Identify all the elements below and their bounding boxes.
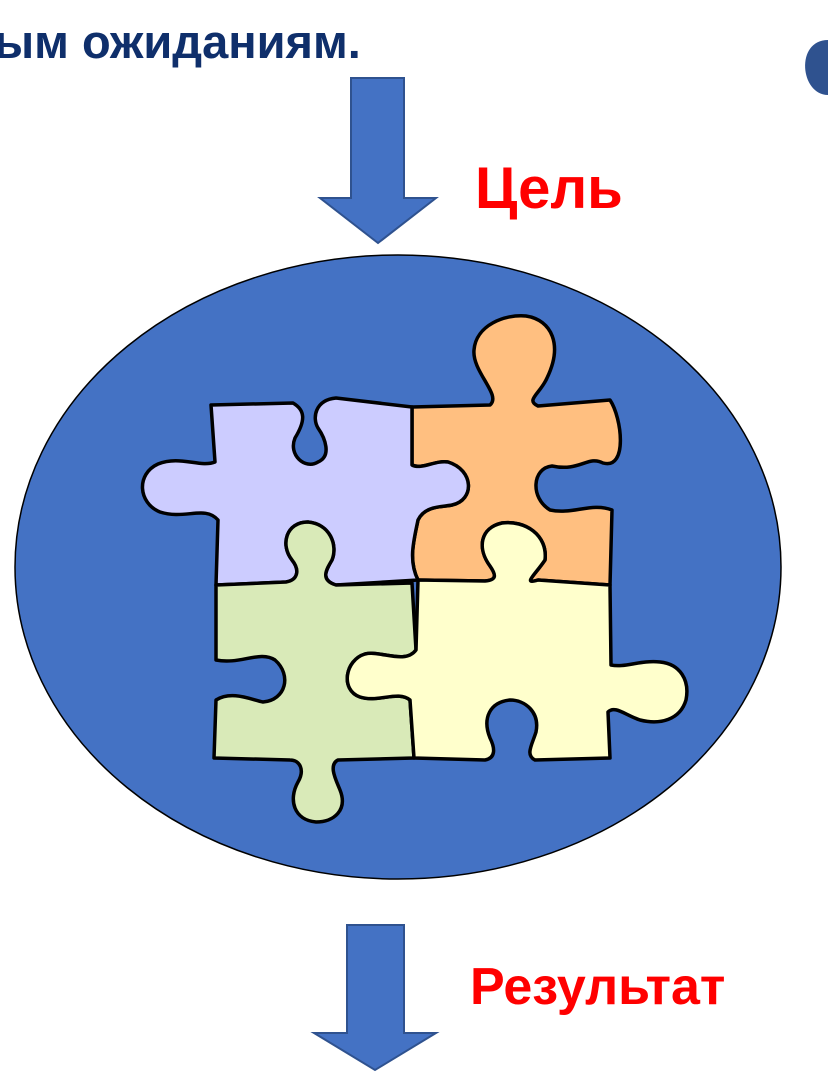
corner-shape — [805, 40, 828, 95]
bottom-arrow-icon — [310, 924, 440, 1072]
result-label: Результат — [470, 958, 725, 1016]
top-arrow-icon — [317, 77, 439, 245]
goal-label: Цель — [475, 156, 623, 221]
puzzle-piece-bottom-right — [345, 520, 689, 762]
heading-text: ым ожиданиям. — [0, 15, 361, 68]
puzzle — [140, 314, 689, 824]
puzzle-piece-top-left — [140, 396, 471, 587]
